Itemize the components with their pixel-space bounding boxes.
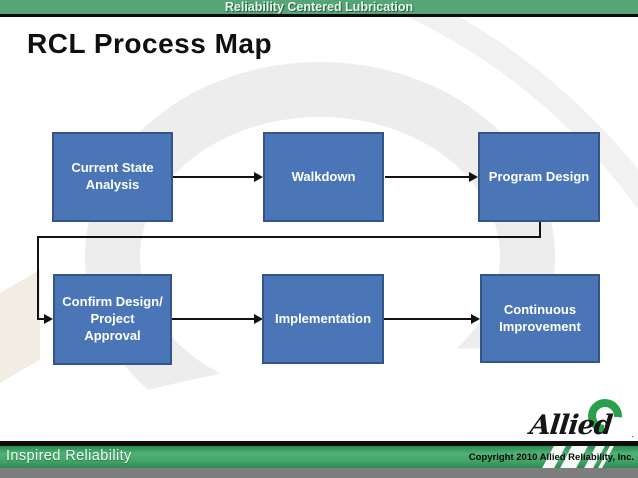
- arrow-implementation-to-continuous-improvement: [384, 314, 480, 324]
- allied-logo-text: Allied: [528, 410, 614, 441]
- footer-tagline: Inspired Reliability: [6, 448, 132, 464]
- flow-box-program-design: Program Design: [478, 132, 600, 222]
- arrow-walkdown-to-program-design: [385, 172, 478, 182]
- connector-horizontal-return: [37, 236, 541, 238]
- flow-box-continuous-improvement: Continuous Improvement: [480, 274, 600, 363]
- header-banner-title: Reliability Centered Lubrication: [224, 0, 414, 14]
- header-banner: Reliability Centered Lubrication: [0, 0, 638, 17]
- flow-box-confirm-design-project-approval: Confirm Design/ Project Approval: [53, 274, 172, 365]
- arrow-current-state-to-walkdown: [173, 172, 263, 182]
- flow-box-walkdown: Walkdown: [263, 132, 384, 222]
- footer-copyright: Copyright 2010 Allied Reliability, Inc.: [468, 452, 634, 463]
- flow-box-current-state-analysis: Current State Analysis: [52, 132, 173, 222]
- allied-logo: Allied .: [528, 392, 634, 441]
- background-circle-watermark: [85, 62, 555, 452]
- arrow-confirm-design-to-implementation: [172, 314, 263, 324]
- footer-gray-strip: [0, 468, 638, 478]
- flow-box-implementation: Implementation: [262, 274, 384, 364]
- connector-vertical-left: [37, 236, 39, 320]
- footer-bar: Inspired Reliability Copyright 2010 Alli…: [0, 446, 638, 468]
- allied-logo-mark: .: [631, 429, 634, 439]
- background-corner-accent: [0, 269, 40, 401]
- page-title: RCL Process Map: [27, 28, 273, 59]
- connector-arrowhead-icon: [44, 314, 53, 324]
